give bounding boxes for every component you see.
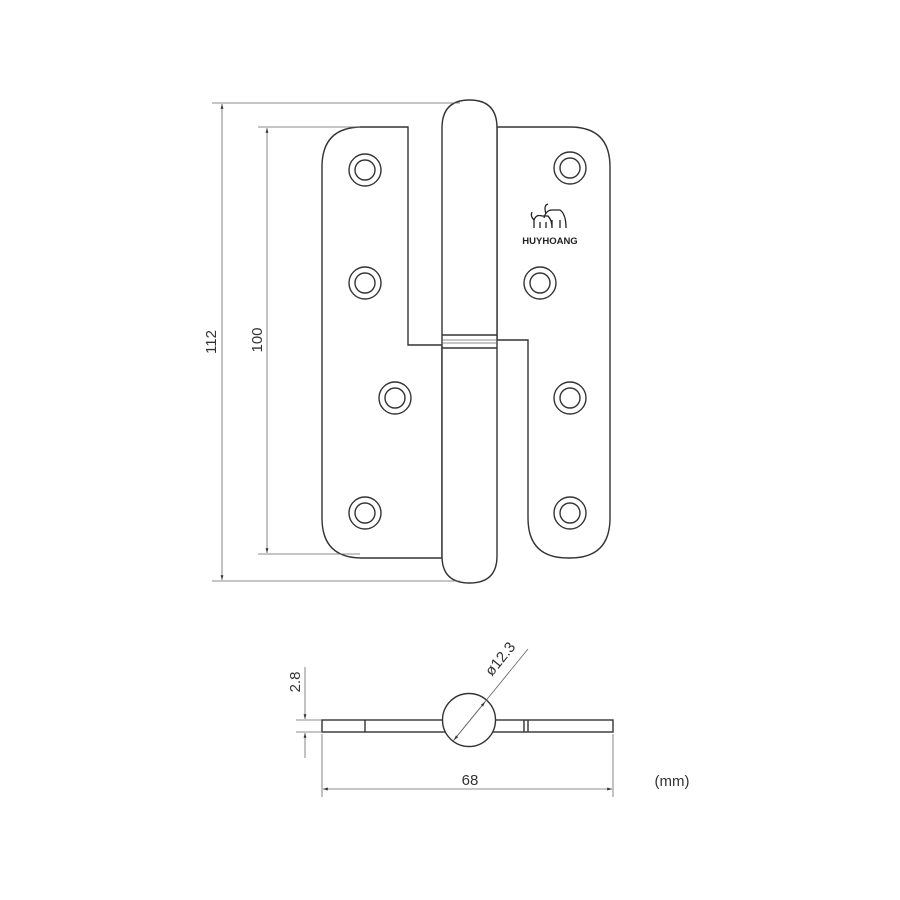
screw-hole — [553, 496, 587, 530]
thickness-label: 2.8 — [287, 672, 304, 693]
screw-hole — [523, 266, 557, 300]
elephants-icon — [530, 203, 567, 229]
screw-hole — [348, 496, 382, 530]
dimension-width: 68 — [321, 734, 614, 797]
width-label: 68 — [462, 772, 479, 789]
screw-hole — [348, 266, 382, 300]
logo-text: HUYHOANG — [522, 236, 577, 247]
side-view: ø12.3 — [321, 639, 614, 748]
front-view: HUYHOANG — [321, 99, 611, 584]
brand-logo: HUYHOANG — [522, 203, 578, 247]
screw-hole — [553, 381, 587, 415]
knuckle — [441, 99, 498, 584]
dimension-overall-height: 112 — [203, 102, 460, 582]
right-leaf — [496, 126, 611, 559]
dimension-thickness: 2.8 — [287, 667, 322, 758]
dimension-leaf-height: 100 — [249, 126, 360, 555]
leaf-height-label: 100 — [249, 327, 266, 352]
overall-height-label: 112 — [203, 330, 220, 354]
screw-hole — [378, 381, 412, 415]
left-leaf — [321, 126, 443, 559]
unit-label: (mm) — [655, 773, 690, 790]
screw-holes — [348, 151, 587, 530]
screw-hole — [348, 153, 382, 187]
pin-diameter-label: ø12.3 — [482, 639, 519, 680]
screw-hole — [553, 151, 587, 185]
